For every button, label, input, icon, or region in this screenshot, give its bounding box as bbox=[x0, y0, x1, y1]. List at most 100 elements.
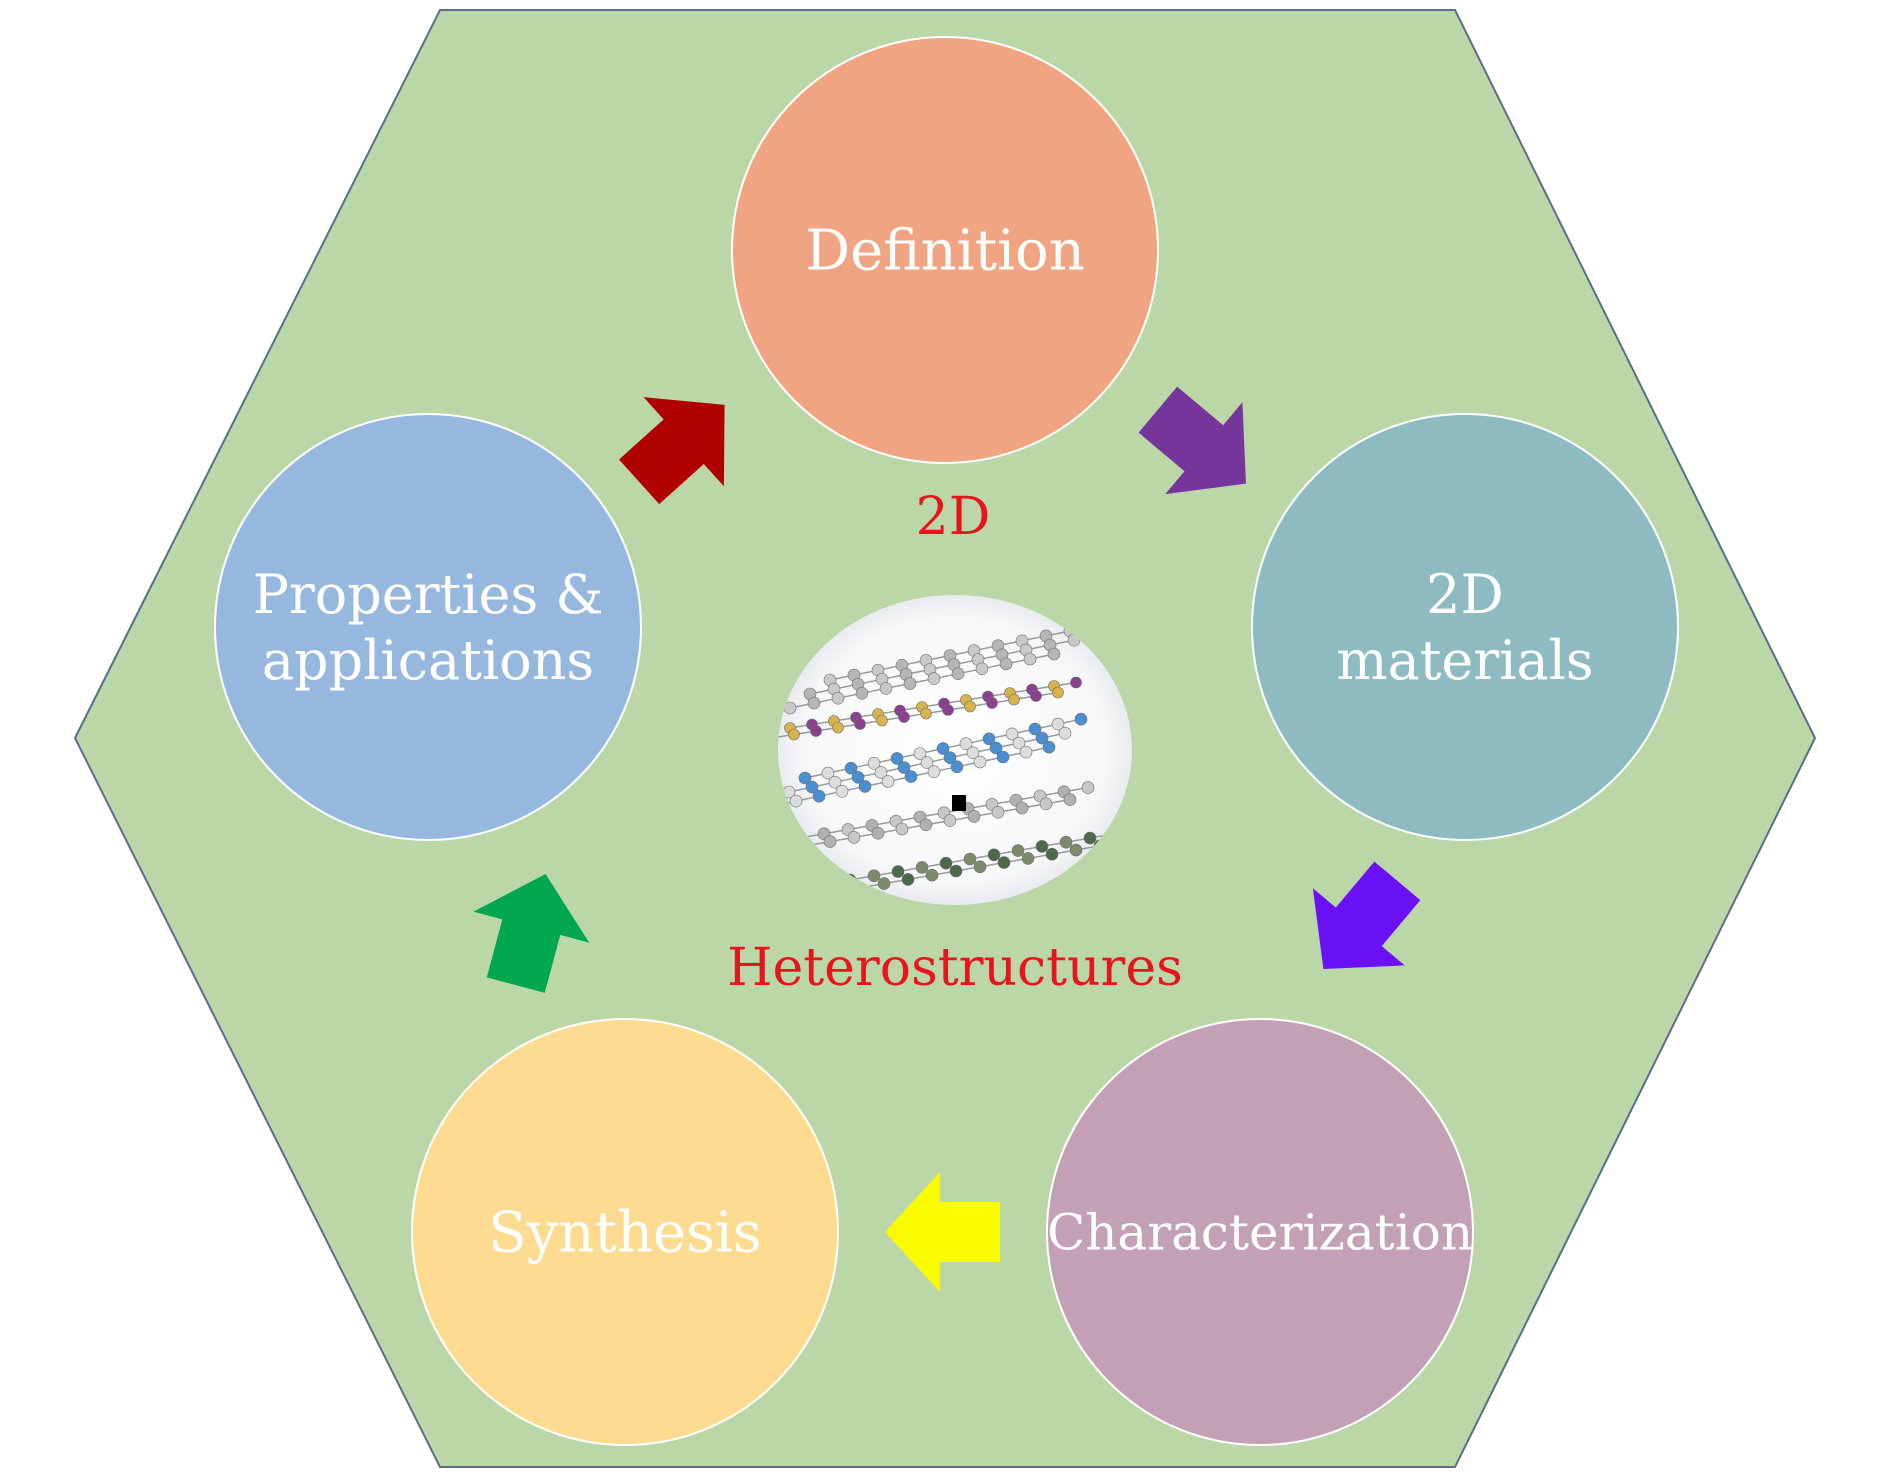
molecule-atom-substrate bbox=[877, 877, 891, 890]
molecule-atom-metal bbox=[835, 784, 849, 798]
molecule-atom-chalcogen bbox=[920, 707, 932, 720]
molecule-atom-substrate bbox=[891, 865, 905, 878]
molecule-atom-chalcogen bbox=[898, 711, 910, 723]
molecule-atom-metal bbox=[913, 747, 927, 760]
molecule-atom-metal bbox=[989, 741, 1003, 755]
molecule-atom-carbon bbox=[1023, 652, 1037, 666]
molecule-atom-metal bbox=[959, 737, 973, 751]
molecule-atom-metal bbox=[943, 751, 957, 765]
molecule-atom-chalcogen bbox=[942, 704, 954, 716]
molecule-atom-carbon bbox=[879, 682, 893, 695]
molecule-atom-carbon bbox=[927, 672, 941, 685]
center-label-2d: 2D bbox=[916, 487, 991, 547]
molecule-atom-chalcogen bbox=[832, 721, 844, 734]
molecule-atom-carbon bbox=[807, 696, 821, 710]
molecule-marker bbox=[952, 795, 966, 811]
node-label-materials-line-1: 2D bbox=[1426, 563, 1504, 626]
node-label-definition-line-1: Definition bbox=[805, 219, 1085, 284]
molecule-atom-substrate bbox=[1021, 852, 1035, 865]
molecule-atom-chalcogen bbox=[1030, 690, 1042, 702]
molecule-atom-carbon bbox=[951, 667, 965, 681]
node-label-characterization-line-1: Characterization bbox=[1047, 1204, 1473, 1262]
molecule-atom-carbon bbox=[1015, 801, 1029, 815]
molecule-atom-carbon bbox=[1039, 797, 1053, 811]
molecule-atom-metal bbox=[950, 760, 964, 774]
molecule-atom-substrate bbox=[925, 868, 939, 882]
molecule-atom-carbon bbox=[919, 818, 933, 832]
molecule-atom-metal bbox=[1012, 736, 1026, 750]
node-circle-characterization bbox=[1046, 1018, 1474, 1446]
molecule-atom-chalcogen bbox=[788, 728, 800, 741]
molecule-atom-carbon bbox=[991, 805, 1005, 819]
molecule-atom-substrate bbox=[901, 873, 915, 886]
arrow-definition-to-materials bbox=[1138, 386, 1246, 495]
molecule-atom-chalcogen bbox=[1070, 676, 1082, 689]
molecule-atom-carbon bbox=[1081, 781, 1095, 794]
molecule-atom-metal bbox=[920, 756, 934, 769]
molecule-atom-carbon bbox=[831, 691, 845, 705]
molecule-atom-substrate bbox=[1035, 840, 1049, 853]
molecule-atom-carbon bbox=[967, 810, 981, 823]
molecule-atom-metal bbox=[828, 775, 842, 789]
molecule-atom-substrate bbox=[973, 860, 987, 874]
molecule-atom-carbon bbox=[847, 831, 861, 844]
node-circle-definition bbox=[731, 36, 1159, 464]
molecule-atom-metal bbox=[1051, 717, 1065, 731]
node-synthesis: Synthesis bbox=[411, 1018, 839, 1446]
molecule-atom-metal bbox=[867, 756, 881, 770]
molecule-atom-substrate bbox=[987, 848, 1001, 862]
molecule-atom-metal bbox=[812, 789, 826, 803]
molecule-atom-substrate bbox=[1045, 847, 1059, 861]
node-definition: Definition bbox=[731, 36, 1159, 464]
molecule-atom-carbon bbox=[999, 657, 1013, 671]
molecule-atom-substrate bbox=[1069, 843, 1083, 857]
cycle-nodes: Definition2DmaterialsCharacterizationSyn… bbox=[214, 36, 1679, 1446]
molecule-atom-metal bbox=[1035, 731, 1049, 745]
molecule-atom-metal bbox=[897, 761, 911, 774]
molecule-atom-substrate bbox=[963, 852, 977, 866]
molecule-atom-carbon bbox=[903, 677, 917, 690]
molecule-atom-metal bbox=[973, 755, 987, 769]
node-label-properties-line-1: Properties & bbox=[253, 563, 604, 626]
molecule-atom-metal bbox=[1058, 726, 1072, 740]
molecule-atom-metal bbox=[996, 750, 1010, 764]
molecule-atom-substrate bbox=[1059, 835, 1073, 849]
node-label-properties-line-2: applications bbox=[262, 629, 594, 692]
molecule-atom-substrate bbox=[997, 856, 1011, 869]
molecule-atom-carbon bbox=[871, 826, 885, 840]
cycle-arrows bbox=[473, 386, 1421, 1292]
molecule-atom-chalcogen bbox=[986, 697, 998, 709]
molecule-atom-metal bbox=[821, 766, 835, 780]
molecule-atom-metal bbox=[851, 770, 865, 784]
molecule-atom-chalcogen bbox=[1008, 693, 1020, 706]
molecule-atom-substrate bbox=[939, 856, 953, 870]
molecule-atom-metal bbox=[1042, 740, 1056, 754]
molecule-atom-metal bbox=[798, 771, 812, 785]
molecule-atom-metal bbox=[890, 752, 904, 765]
molecule-atom-metal bbox=[982, 732, 996, 746]
molecule-atom-metal bbox=[936, 742, 950, 755]
node-label-synthesis-line-1: Synthesis bbox=[488, 1201, 761, 1266]
arrow-properties-to-definition bbox=[619, 397, 725, 505]
molecule-atom-substrate bbox=[915, 861, 929, 874]
arrow-materials-to-characterization bbox=[1312, 861, 1421, 969]
node-circle-properties bbox=[214, 413, 642, 841]
molecule-atom-metal bbox=[927, 765, 941, 779]
center-label-heterostructures: Heterostructures bbox=[727, 938, 1183, 998]
node-label-materials-line-2: materials bbox=[1336, 629, 1593, 692]
molecule-atom-metal bbox=[1019, 745, 1033, 759]
arrow-characterization-to-synthesis bbox=[885, 1172, 1000, 1292]
molecule-atom-metal bbox=[881, 775, 895, 788]
node-properties: Properties &applications bbox=[214, 413, 642, 841]
molecule-atom-chalcogen bbox=[876, 714, 888, 727]
molecule-atom-metal bbox=[844, 761, 858, 775]
molecule-atom-carbon bbox=[895, 822, 909, 836]
molecule-atom-metal bbox=[858, 780, 872, 793]
molecule-atom-metal bbox=[1028, 722, 1042, 736]
node-characterization: Characterization bbox=[1046, 1018, 1474, 1446]
molecule-atom-chalcogen bbox=[810, 725, 822, 737]
molecule-atom-metal bbox=[966, 746, 980, 760]
